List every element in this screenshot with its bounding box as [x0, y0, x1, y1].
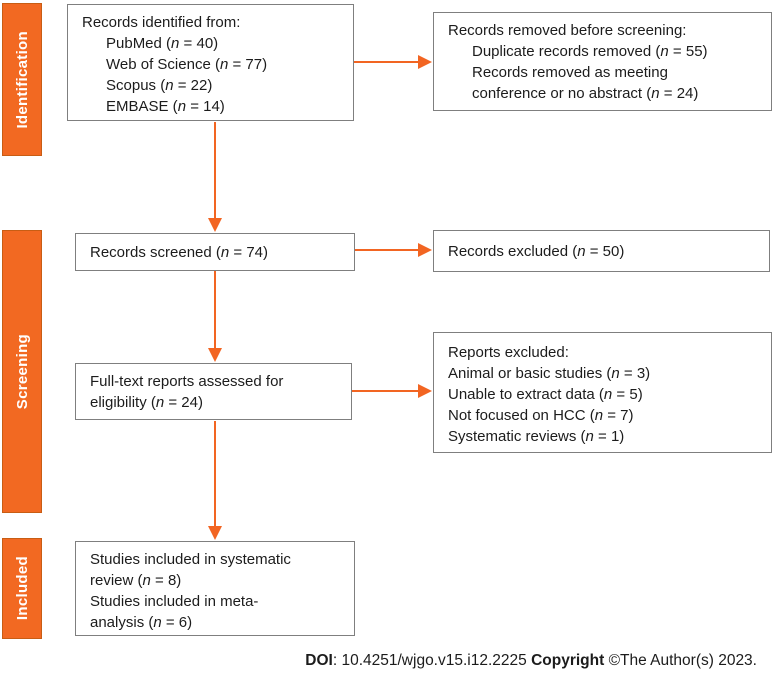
stage-label-screening: Screening — [13, 333, 31, 410]
arrow-line — [214, 122, 216, 219]
box-records-screened: Records screened (n = 74) — [75, 233, 355, 271]
box-line: Records excluded (n = 50) — [448, 243, 625, 260]
box-line: Records removed as meeting — [472, 64, 668, 81]
stage-label-identification: Identification — [13, 30, 31, 129]
box-line: EMBASE (n = 14) — [106, 98, 225, 115]
box-line: Unable to extract data (n = 5) — [448, 386, 643, 403]
arrow-down-icon — [208, 218, 222, 232]
box-line: Animal or basic studies (n = 3) — [448, 365, 651, 382]
footer-segment: DOI — [305, 652, 333, 669]
arrow-line — [354, 61, 420, 63]
box-line: eligibility (n = 24) — [90, 394, 203, 411]
arrow-down-icon — [208, 348, 222, 362]
footer-segment: : 10.4251/wjgo.v15.i12.2225 — [332, 652, 532, 669]
arrow-line — [214, 421, 216, 527]
box-line: Studies included in systematic — [90, 551, 291, 568]
stage-bar-included: Included — [2, 538, 42, 639]
box-records-excluded: Records excluded (n = 50) — [433, 230, 770, 272]
arrow-down-icon — [208, 526, 222, 540]
footer-segment: Copyright — [531, 652, 605, 669]
box-line: analysis (n = 6) — [90, 614, 193, 631]
stage-label-included: Included — [13, 556, 31, 621]
box-fulltext-assessed: Full-text reports assessed for eligibilit… — [75, 363, 352, 420]
box-line: Records removed before screening: — [448, 22, 687, 39]
box-included-studies: Studies included in systematic review (n … — [75, 541, 355, 636]
arrow-right-icon — [418, 55, 432, 69]
box-line: Duplicate records removed (n = 55) — [472, 43, 708, 60]
box-line: Not focused on HCC (n = 7) — [448, 407, 634, 424]
arrow-right-icon — [418, 384, 432, 398]
stage-bar-screening: Screening — [2, 230, 42, 513]
box-line: Records screened (n = 74) — [90, 244, 269, 261]
arrow-line — [352, 390, 419, 392]
box-line: Scopus (n = 22) — [106, 77, 213, 94]
arrow-line — [355, 249, 419, 251]
box-line: conference or no abstract (n = 24) — [472, 85, 699, 102]
box-line: Records identified from: — [82, 14, 241, 31]
footer-citation: DOI: 10.4251/wjgo.v15.i12.2225 Copyright… — [305, 652, 757, 670]
box-line: Systematic reviews (n = 1) — [448, 428, 625, 445]
stage-bar-identification: Identification — [2, 3, 42, 156]
box-line: Full-text reports assessed for — [90, 373, 284, 390]
footer-segment: ©The Author(s) 2023. — [604, 652, 757, 669]
arrow-line — [214, 271, 216, 349]
box-line: Web of Science (n = 77) — [106, 56, 268, 73]
arrow-right-icon — [418, 243, 432, 257]
box-line: Reports excluded: — [448, 344, 569, 361]
box-records-identified: Records identified from: PubMed (n = 40) W… — [67, 4, 354, 121]
box-records-removed-before-screening: Records removed before screening: Duplica… — [433, 12, 772, 111]
box-reports-excluded: Reports excluded: Animal or basic studies… — [433, 332, 772, 453]
box-line: PubMed (n = 40) — [106, 35, 219, 52]
box-line: review (n = 8) — [90, 572, 182, 589]
box-line: Studies included in meta- — [90, 593, 259, 610]
